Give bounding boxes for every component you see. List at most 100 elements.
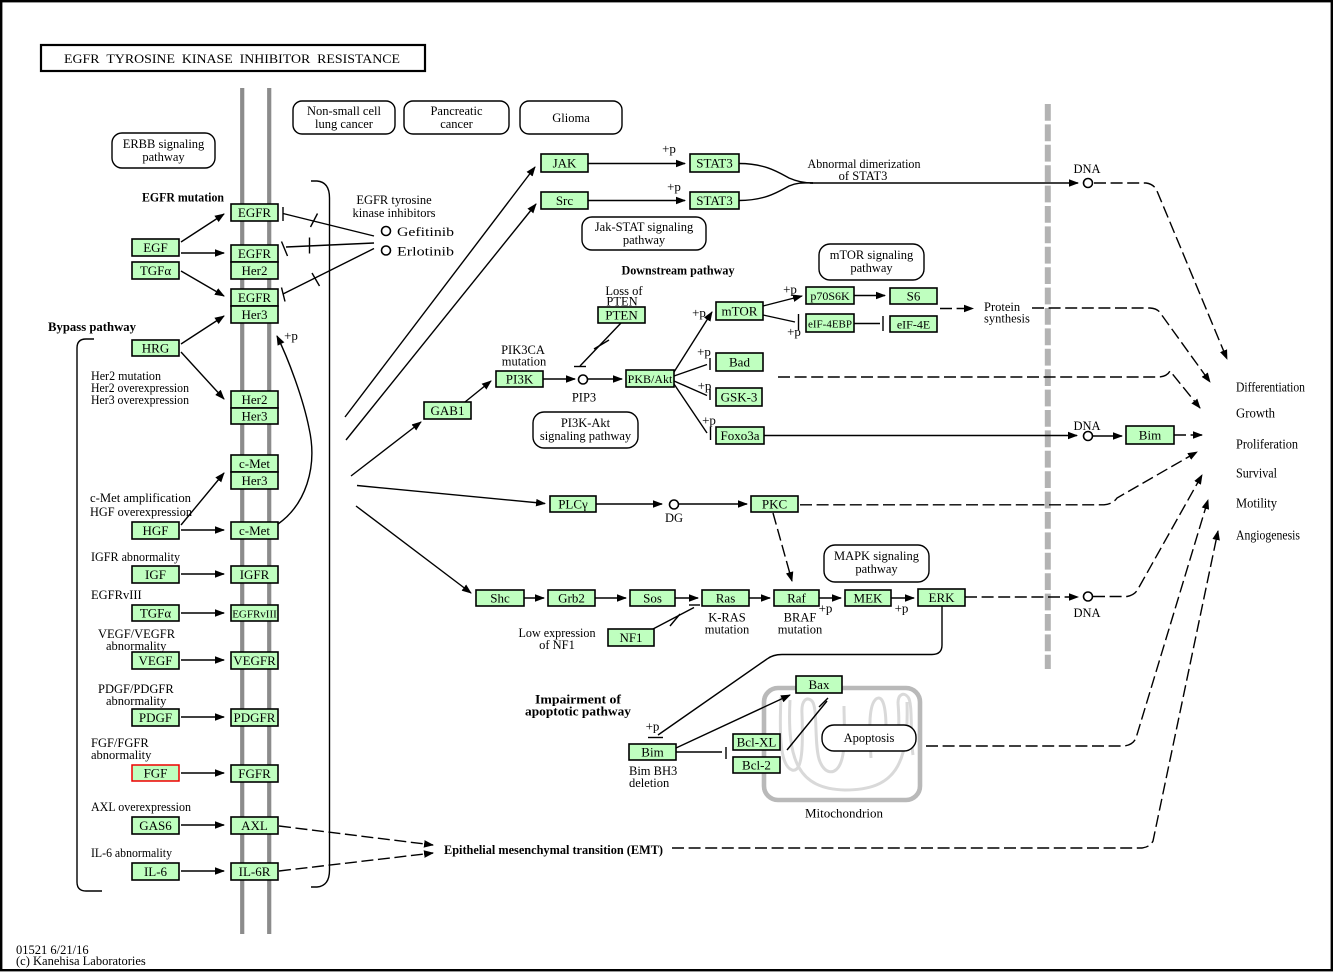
svg-text:IL-6: IL-6 bbox=[144, 864, 168, 879]
svg-text:Non-small cell: Non-small cell bbox=[307, 104, 381, 118]
svg-text:HGF overexpression: HGF overexpression bbox=[90, 505, 193, 519]
svg-text:ERBB signaling: ERBB signaling bbox=[123, 137, 205, 151]
svg-text:Her2: Her2 bbox=[242, 392, 268, 407]
svg-text:EGFRvIII: EGFRvIII bbox=[232, 609, 277, 621]
svg-text:Bim BH3: Bim BH3 bbox=[629, 764, 677, 778]
svg-text:Gefitinib: Gefitinib bbox=[397, 225, 454, 239]
svg-text:Her2 mutation: Her2 mutation bbox=[91, 369, 162, 383]
svg-text:Pancreatic: Pancreatic bbox=[430, 104, 483, 118]
svg-text:pathway: pathway bbox=[850, 261, 893, 275]
svg-text:pathway: pathway bbox=[142, 150, 185, 164]
svg-text:Abnormal dimerization: Abnormal dimerization bbox=[808, 157, 922, 171]
svg-text:+p: +p bbox=[702, 413, 716, 428]
svg-text:Protein: Protein bbox=[984, 300, 1021, 314]
svg-text:EGFR: EGFR bbox=[238, 246, 272, 261]
svg-text:abnormality: abnormality bbox=[106, 639, 167, 653]
svg-text:+p: +p bbox=[819, 601, 833, 616]
svg-text:PDGF/PDGFR: PDGF/PDGFR bbox=[98, 682, 174, 696]
svg-text:c-Met amplification: c-Met amplification bbox=[90, 491, 192, 505]
svg-text:abnormality: abnormality bbox=[91, 748, 152, 762]
svg-text:EGFR mutation: EGFR mutation bbox=[142, 190, 225, 205]
svg-text:EGFR: EGFR bbox=[238, 205, 272, 220]
svg-text:PTEN: PTEN bbox=[605, 308, 638, 323]
svg-text:BRAF: BRAF bbox=[784, 611, 817, 625]
svg-text:HRG: HRG bbox=[142, 341, 169, 356]
svg-text:Motility: Motility bbox=[1236, 496, 1277, 511]
svg-text:DNA: DNA bbox=[1073, 606, 1100, 620]
svg-text:Sos: Sos bbox=[643, 591, 662, 606]
svg-text:Loss of: Loss of bbox=[605, 284, 643, 298]
svg-text:TGFα: TGFα bbox=[140, 263, 172, 278]
svg-text:Her2: Her2 bbox=[242, 263, 268, 278]
svg-text:STAT3: STAT3 bbox=[696, 156, 733, 171]
svg-text:Bcl-2: Bcl-2 bbox=[742, 758, 771, 773]
svg-text:eIF-4E: eIF-4E bbox=[897, 318, 930, 332]
svg-text:K-RAS: K-RAS bbox=[708, 611, 746, 625]
svg-text:PLCγ: PLCγ bbox=[558, 497, 588, 512]
svg-text:Bad: Bad bbox=[729, 355, 750, 370]
svg-text:EGFRvIII: EGFRvIII bbox=[91, 588, 142, 602]
svg-text:Erlotinib: Erlotinib bbox=[397, 245, 454, 259]
svg-text:Bim: Bim bbox=[641, 745, 663, 760]
svg-text:PKB/Akt: PKB/Akt bbox=[628, 372, 673, 386]
svg-text:Her3 overexpression: Her3 overexpression bbox=[91, 393, 190, 407]
svg-text:+p: +p bbox=[787, 324, 801, 339]
svg-text:+p: +p bbox=[284, 328, 298, 343]
svg-text:DNA: DNA bbox=[1073, 162, 1100, 176]
svg-text:Differentiation: Differentiation bbox=[1236, 380, 1305, 395]
svg-text:cancer: cancer bbox=[440, 117, 473, 131]
svg-text:AXL overexpression: AXL overexpression bbox=[91, 800, 192, 814]
svg-text:Proliferation: Proliferation bbox=[1236, 437, 1298, 452]
svg-text:mutation: mutation bbox=[705, 623, 750, 637]
svg-text:+p: +p bbox=[698, 378, 712, 393]
svg-text:PKC: PKC bbox=[762, 497, 787, 512]
svg-text:PIP3: PIP3 bbox=[572, 391, 596, 405]
svg-text:TGFα: TGFα bbox=[140, 606, 172, 621]
svg-text:Foxo3a: Foxo3a bbox=[721, 428, 760, 443]
svg-text:Her3: Her3 bbox=[242, 307, 268, 322]
svg-text:apoptotic pathway: apoptotic pathway bbox=[525, 704, 632, 719]
svg-text:DNA: DNA bbox=[1073, 419, 1100, 433]
svg-text:c-Met: c-Met bbox=[239, 456, 270, 471]
svg-text:Low expression: Low expression bbox=[519, 626, 597, 640]
svg-text:FGFR: FGFR bbox=[238, 766, 271, 781]
svg-text:Growth: Growth bbox=[1236, 406, 1275, 421]
svg-text:abnormality: abnormality bbox=[106, 694, 167, 708]
svg-text:GAB1: GAB1 bbox=[431, 403, 465, 418]
svg-text:+p: +p bbox=[692, 305, 706, 320]
svg-text:Her3: Her3 bbox=[242, 409, 268, 424]
svg-text:Epithelial mesenchymal transit: Epithelial mesenchymal transition (EMT) bbox=[444, 842, 663, 857]
svg-text:01521 6/21/16: 01521 6/21/16 bbox=[16, 943, 89, 957]
svg-text:Bim: Bim bbox=[1139, 428, 1161, 443]
svg-text:VEGF: VEGF bbox=[139, 653, 173, 668]
svg-text:Grb2: Grb2 bbox=[558, 591, 585, 606]
svg-text:HGF: HGF bbox=[142, 523, 168, 538]
svg-text:Downstream pathway: Downstream pathway bbox=[622, 263, 735, 278]
svg-text:MEK: MEK bbox=[854, 591, 884, 606]
svg-text:deletion: deletion bbox=[629, 776, 670, 790]
svg-text:IL-6R: IL-6R bbox=[239, 864, 271, 879]
svg-text:+p: +p bbox=[662, 141, 676, 156]
svg-text:+p: +p bbox=[646, 719, 660, 734]
svg-text:mutation: mutation bbox=[778, 623, 823, 637]
svg-text:+p: +p bbox=[667, 179, 681, 194]
svg-text:(c) Kanehisa Laboratories: (c) Kanehisa Laboratories bbox=[16, 954, 146, 968]
svg-text:kinase inhibitors: kinase inhibitors bbox=[353, 206, 436, 220]
svg-text:mutation: mutation bbox=[502, 355, 547, 369]
svg-text:VEGF/VEGFR: VEGF/VEGFR bbox=[98, 627, 176, 641]
svg-text:+p: +p bbox=[783, 282, 797, 297]
svg-text:+p: +p bbox=[895, 601, 909, 616]
svg-text:NF1: NF1 bbox=[619, 630, 642, 645]
svg-text:GSK-3: GSK-3 bbox=[721, 390, 758, 405]
svg-text:IGF: IGF bbox=[145, 567, 166, 582]
svg-text:MAPK signaling: MAPK signaling bbox=[834, 549, 920, 563]
svg-text:PTEN: PTEN bbox=[606, 295, 637, 309]
svg-text:PDGFR: PDGFR bbox=[234, 710, 276, 725]
svg-text:EGFR TYROSINE KINASE INHIBI: EGFR TYROSINE KINASE INHIBITOR RESISTANC… bbox=[64, 51, 400, 66]
svg-text:PI3K-Akt: PI3K-Akt bbox=[561, 416, 611, 430]
svg-text:of NF1: of NF1 bbox=[539, 638, 575, 652]
svg-text:of STAT3: of STAT3 bbox=[839, 169, 888, 183]
svg-text:Angiogenesis: Angiogenesis bbox=[1236, 528, 1300, 543]
svg-text:pathway: pathway bbox=[623, 233, 666, 247]
svg-text:Bypass pathway: Bypass pathway bbox=[48, 319, 136, 334]
